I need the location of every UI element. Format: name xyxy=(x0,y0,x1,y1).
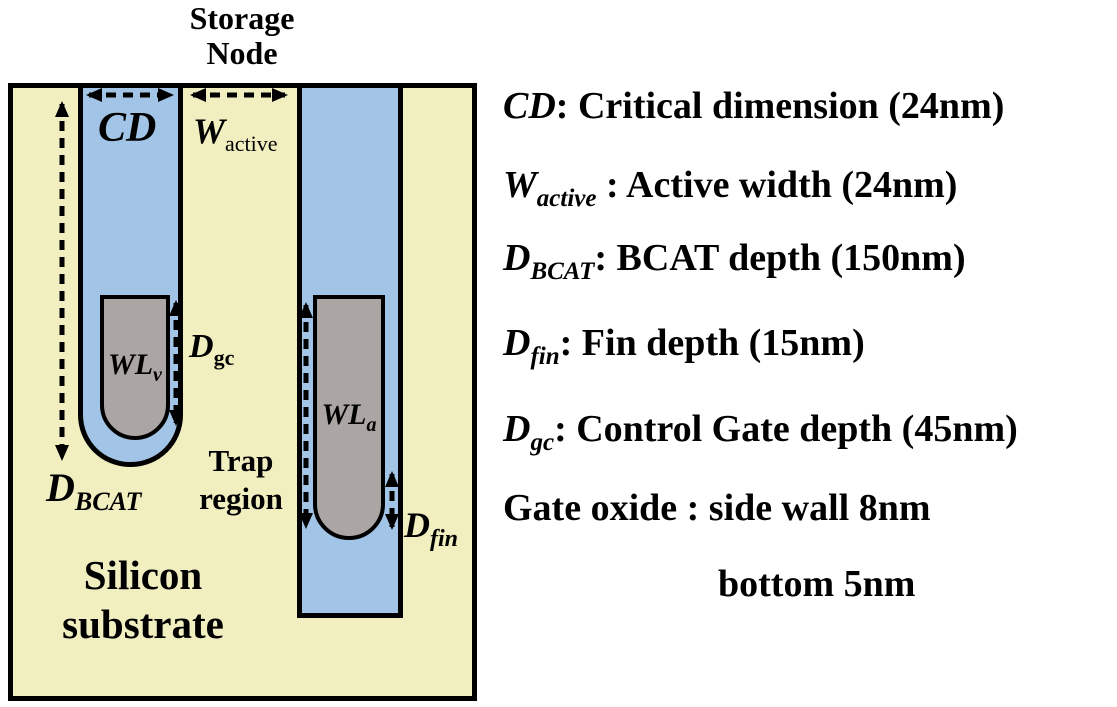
legend-w-active-symbol: W xyxy=(503,164,537,206)
legend-w-active-text: : Active width (24nm) xyxy=(596,164,958,206)
d-gc-subscript: gc xyxy=(213,345,235,370)
d-fin-label: Dfin xyxy=(404,504,458,553)
w-active-symbol: W xyxy=(193,111,226,151)
legend-item-d-gc: Dgc: Control Gate depth (45nm) xyxy=(503,407,1018,457)
d-gc-symbol: D xyxy=(189,328,214,365)
legend-gate-oxide-text: Gate oxide : side wall 8nm xyxy=(503,487,931,529)
d-bcat-label: DBCAT xyxy=(46,464,141,517)
legend-d-gc-symbol: D xyxy=(503,408,531,450)
silicon-substrate-line1: Silicon xyxy=(83,552,203,598)
d-bcat-subscript: BCAT xyxy=(74,487,142,516)
d-gc-label: Dgc xyxy=(189,328,234,371)
cd-label: CD xyxy=(98,105,157,151)
storage-node-label: Storage Node xyxy=(142,1,342,71)
legend-w-active-subscript: active xyxy=(536,185,597,212)
d-fin-symbol: D xyxy=(404,505,430,545)
legend-gate-oxide-bottom-text: bottom 5nm xyxy=(718,563,916,605)
wl-a-label: WLa xyxy=(322,398,377,437)
legend-d-gc-text: : Control Gate depth (45nm) xyxy=(554,408,1018,450)
trap-region-label: Trap region xyxy=(191,442,291,518)
wordline-a-region: WLa xyxy=(313,295,385,540)
legend-d-fin-symbol: D xyxy=(503,322,531,364)
wl-v-subscript: v xyxy=(153,364,162,386)
legend-d-bcat-symbol: D xyxy=(503,237,531,279)
silicon-substrate-line2: substrate xyxy=(62,601,224,647)
wl-a-symbol: WL xyxy=(321,398,367,431)
wl-v-label: WLv xyxy=(108,348,162,387)
w-active-subscript: active xyxy=(225,131,278,156)
legend-d-bcat-text: : BCAT depth (150nm) xyxy=(594,237,966,279)
storage-node-line1: Storage xyxy=(189,0,295,36)
trap-region-line2: region xyxy=(199,481,283,516)
legend-item-cd: CD: Critical dimension (24nm) xyxy=(503,84,1004,134)
silicon-substrate-label: Silicon substrate xyxy=(43,551,243,649)
legend-item-w-active: Wactive : Active width (24nm) xyxy=(503,163,957,213)
w-active-label: Wactive xyxy=(193,110,278,157)
trap-region-line1: Trap xyxy=(208,443,274,478)
storage-node-line2: Node xyxy=(206,35,278,71)
d-bcat-symbol: D xyxy=(46,465,75,510)
legend-d-fin-text: : Fin depth (15nm) xyxy=(559,322,865,364)
wordline-v-region: WLv xyxy=(100,295,170,440)
legend-d-gc-subscript: gc xyxy=(530,429,555,456)
legend-cd-text: : Critical dimension (24nm) xyxy=(555,85,1005,127)
legend-item-d-fin: Dfin: Fin depth (15nm) xyxy=(503,321,865,371)
wl-v-symbol: WL xyxy=(108,348,154,381)
legend-item-d-bcat: DBCAT: BCAT depth (150nm) xyxy=(503,236,966,286)
legend-item-gate-oxide-bottom: bottom 5nm xyxy=(718,562,915,606)
legend-d-bcat-subscript: BCAT xyxy=(530,258,595,285)
legend-item-gate-oxide: Gate oxide : side wall 8nm xyxy=(503,486,930,530)
wl-a-subscript: a xyxy=(366,414,377,436)
legend-d-fin-subscript: fin xyxy=(530,343,560,370)
legend-cd-symbol: CD xyxy=(503,85,556,127)
d-fin-subscript: fin xyxy=(430,526,459,552)
